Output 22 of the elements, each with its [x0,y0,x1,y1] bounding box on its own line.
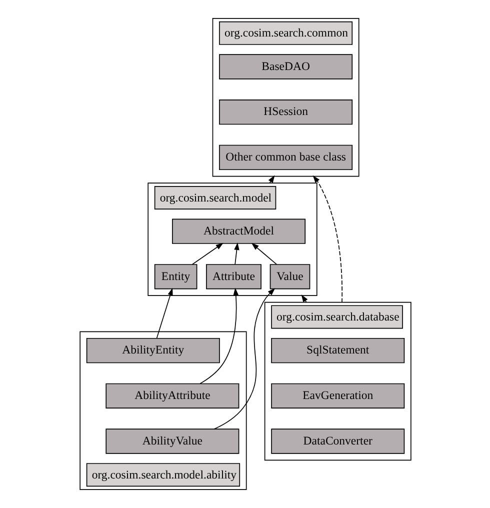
node-box: Entity [154,264,197,290]
node-box: SqlStatement [270,338,404,364]
node-box: Other common base class [218,144,352,170]
node-box: AbilityEntity [86,338,220,364]
arrow [250,242,276,265]
node-box: EavGeneration [270,383,404,408]
node-box: AbstractModel [172,218,306,244]
arrow [213,288,275,430]
node-box: AbilityValue [105,428,239,454]
arrow [268,175,274,184]
node-box: HSession [218,100,352,125]
arrow [312,175,342,303]
arrow [300,294,308,303]
node-box: Attribute [206,264,261,290]
arrow [234,242,239,265]
node-box: DataConverter [270,428,404,454]
arrow [199,288,238,384]
node-box: AbilityAttribute [105,383,239,408]
node-box: BaseDAO [218,54,352,80]
arrow [191,242,223,265]
node-box: Value [269,264,310,290]
arrow [156,288,172,339]
